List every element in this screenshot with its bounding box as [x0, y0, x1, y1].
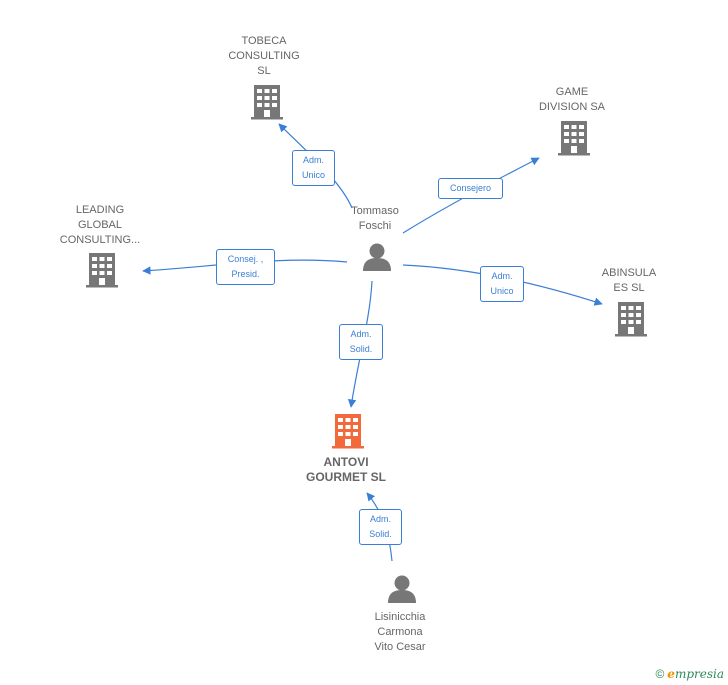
building-icon-tobeca[interactable]	[251, 85, 283, 120]
building-icon-game[interactable]	[558, 121, 590, 156]
copyright-icon: ©	[655, 667, 665, 681]
node-label-abinsula[interactable]: ABINSULA ES SL	[601, 267, 657, 294]
edge-label-lisinicchia-antovi: Adm. Solid.	[359, 509, 402, 545]
brand-logo-text: mpresia	[674, 667, 724, 681]
node-label-game[interactable]: GAME DIVISION SA	[538, 86, 606, 113]
edge-label-tommaso-antovi: Adm. Solid.	[339, 324, 383, 360]
building-icon-leading[interactable]	[86, 253, 118, 288]
edge-label-tommaso-tobeca: Adm. Unico	[292, 150, 335, 186]
brand-logo-initial: e	[667, 667, 675, 681]
edge-label-tommaso-game: Consejero	[438, 178, 503, 199]
building-icon-antovi[interactable]	[332, 414, 364, 449]
node-label-leading[interactable]: LEADING GLOBAL CONSULTING...	[59, 204, 141, 246]
building-icon-abinsula[interactable]	[615, 302, 647, 337]
node-label-antovi[interactable]: ANTOVI GOURMET SL	[306, 455, 386, 484]
edge-label-tommaso-leading: Consej. , Presid.	[216, 249, 275, 285]
edge-label-tommaso-abinsula: Adm. Unico	[480, 266, 524, 302]
brand-watermark: ©empresia	[655, 667, 724, 681]
person-icon-lisinicchia[interactable]	[388, 575, 416, 604]
node-label-tommaso[interactable]: Tommaso Foschi	[351, 205, 399, 232]
node-label-lisinicchia[interactable]: Lisinicchia Carmona Vito Cesar	[374, 611, 426, 653]
node-label-tobeca[interactable]: TOBECA CONSULTING SL	[228, 35, 300, 77]
person-icon-tommaso[interactable]	[363, 243, 391, 272]
